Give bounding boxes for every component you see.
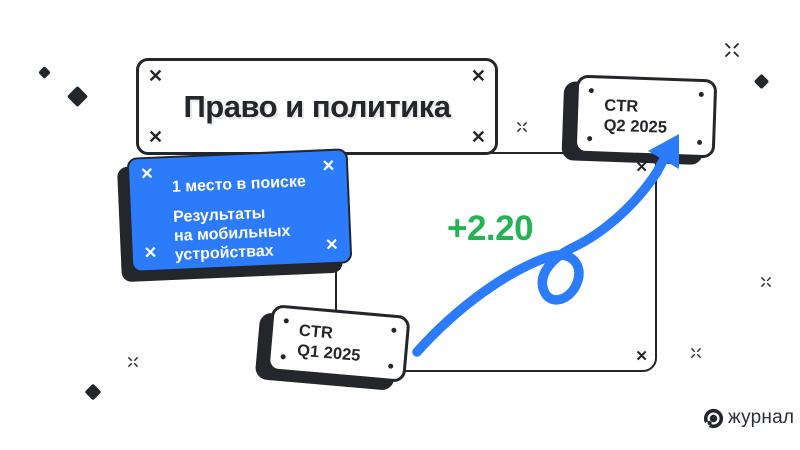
diamond-decor xyxy=(38,66,51,79)
corner-cross-icon: ✕ xyxy=(143,244,158,263)
sparkle-icon xyxy=(691,348,701,358)
corner-dot xyxy=(697,139,703,145)
corner-cross-icon: ✕ xyxy=(635,159,648,176)
corner-cross-icon: ✕ xyxy=(324,236,339,255)
sparkle-icon xyxy=(761,277,771,287)
brand-name: журнал xyxy=(728,407,795,428)
ctr-q2-card: CTR Q2 2025 xyxy=(573,74,718,159)
corner-cross-icon: ✕ xyxy=(470,66,486,86)
corner-dot xyxy=(587,135,593,142)
corner-dot xyxy=(588,88,594,94)
diamond-decor xyxy=(753,73,770,90)
corner-dot xyxy=(280,354,286,360)
corner-dot xyxy=(698,91,704,98)
corner-cross-icon: ✕ xyxy=(470,127,486,147)
corner-cross-icon: ✕ xyxy=(148,127,164,147)
corner-dot xyxy=(283,318,289,324)
corner-cross-icon: ✕ xyxy=(148,66,164,86)
sparkle-icon xyxy=(128,357,138,367)
diamond-decor xyxy=(66,85,89,108)
diamond-decor xyxy=(84,383,102,401)
corner-cross-icon: ✕ xyxy=(635,348,648,365)
sparkle-icon xyxy=(517,122,527,132)
brand-logo: журнал xyxy=(703,407,794,429)
rank-heading: 1 место в поиске xyxy=(171,173,307,196)
ctr-q1-card: CTR Q1 2025 xyxy=(266,304,411,383)
corner-cross-icon: ✕ xyxy=(139,165,155,184)
rank-callout-card: ✕ ✕ ✕ ✕ 1 место в поиске Результаты на м… xyxy=(126,148,353,273)
page-title: Право и политика xyxy=(183,88,451,124)
title-card: ✕ ✕ ✕ ✕ Право и политика xyxy=(136,58,498,155)
corner-cross-icon: ✕ xyxy=(321,157,336,176)
journal-logo-icon xyxy=(703,408,724,428)
sparkle-icon xyxy=(725,43,739,57)
delta-value: +2.20 xyxy=(447,209,534,248)
ctr-q2-period: Q2 2025 xyxy=(603,116,668,137)
